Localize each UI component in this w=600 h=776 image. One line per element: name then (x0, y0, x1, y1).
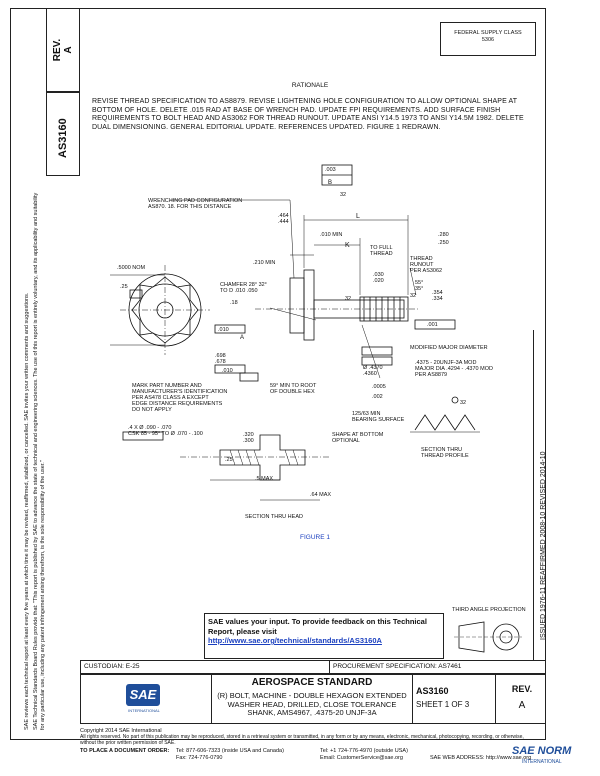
dates-cell (533, 330, 546, 660)
procurement-spec: PROCUREMENT SPECIFICATION: AS7461 (333, 663, 462, 670)
watermark: SAE NORM (512, 745, 572, 757)
custodian-divider (329, 660, 330, 674)
section-thru-head (180, 434, 330, 501)
label-210-min: .210 MIN (253, 260, 276, 266)
feedback-text: SAE values your input. To provide feedba… (208, 617, 427, 636)
doc-number-vertical: AS3160 (57, 118, 69, 158)
label-modified-major: MODIFIED MAJOR DIAMETER (410, 345, 488, 351)
rev-cell (46, 8, 80, 92)
title-description: (R) BOLT, MACHINE - DOUBLE HEXAGON EXTEN… (217, 691, 407, 717)
title-doc-cell (412, 674, 496, 724)
figure-caption: FIGURE 1 (300, 534, 330, 541)
footer-fax: Fax: 724-776-0790 (176, 755, 223, 761)
label-030: .030 .020 (373, 272, 384, 284)
footer-tel1: Tel: 877-606-7323 (inside USA and Canada… (176, 748, 284, 754)
footer-web: SAE WEB ADDRESS: http://www.sae.org (430, 755, 532, 761)
legal-text-1: SAE Technical Standards Board Rules prov… (33, 192, 46, 730)
federal-supply-cell (440, 22, 536, 56)
label-698: .698 .678 (215, 353, 226, 365)
rev-header: REV. A (52, 20, 74, 80)
footer-email: Email: CustomerService@sae.org (320, 755, 403, 761)
section-thru-thread-profile (410, 396, 480, 433)
label-32-d: 32 (410, 293, 417, 299)
label-25b: .25 (225, 457, 233, 463)
rationale-title: RATIONALE (291, 82, 329, 89)
footer-order: TO PLACE A DOCUMENT ORDER: (80, 748, 170, 754)
label-section-thread: SECTION THRU THREAD PROFILE (421, 447, 469, 459)
title-rev-label: REV. (511, 684, 533, 694)
label-datum-b: B (328, 180, 333, 186)
bolt-head-side (289, 277, 305, 334)
label-18: .18 (230, 300, 238, 306)
docnum-cell (46, 92, 80, 176)
rev-value: A (63, 46, 74, 54)
label-datum-a: A (240, 335, 245, 341)
label-5-max: .5 MAX (255, 476, 274, 482)
footer-copyright: Copyright 2014 SAE International (80, 728, 162, 734)
label-k: K (345, 242, 350, 249)
label-64-max: .64 MAX (310, 492, 332, 498)
label-tol-010: .010 (218, 327, 229, 333)
label-002: .002 (372, 394, 383, 400)
label-010-a: .010 (222, 368, 233, 374)
title-rev: A (518, 700, 526, 711)
legal-text-2: SAE reviews each technical report at lea… (24, 292, 30, 730)
sae-logo-sub: INTERNATIONAL (128, 708, 160, 713)
label-thread-spec: .4375 - 20UNJF-3A MOD MAJOR DIA .4294 - … (415, 360, 493, 378)
sae-logo: SAE (126, 684, 160, 706)
rationale-text: REVISE THREAD SPECIFICATION TO AS8879. R… (92, 98, 524, 131)
third-angle-symbol (454, 621, 522, 653)
label-001: .001 (427, 322, 438, 328)
label-320: .320 .300 (243, 432, 254, 444)
label-chamfer: CHAMFER 28° 32° TO D .010 .050 (220, 282, 267, 294)
label-003: .003 (325, 167, 336, 173)
label-thread-runout: THREAD RUNOUT PER AS3062 (410, 256, 443, 274)
label-32-b: 32 (345, 296, 352, 302)
label-125: 125/63 MIN BEARING SURFACE (352, 411, 405, 423)
title-logo-cell (80, 674, 212, 724)
label-090: .4 X Ø .090 - .070 CSK 85 - 95° TO Ø .07… (128, 425, 203, 437)
third-angle-projection: THIRD ANGLE PROJECTION (452, 607, 526, 613)
label-dim-464: .464 .444 (278, 213, 289, 225)
label-25: .25 (120, 284, 128, 290)
federal-supply-class: FEDERAL SUPPLY CLASS 5306 (454, 30, 522, 43)
bolt-drawing (110, 164, 480, 501)
footer-tel2: Tel: +1 724-776-4970 (outside USA) (320, 748, 408, 754)
label-250: .250 (438, 240, 449, 246)
label-354: .354 .334 (432, 290, 443, 302)
label-55: 55° 35° (415, 280, 424, 292)
label-0005: .0005 (372, 384, 386, 390)
label-5000-nom: .5000 NOM (117, 265, 146, 271)
watermark-sub: INTERNATIONAL (522, 759, 562, 765)
custodian: CUSTODIAN: E-25 (84, 663, 140, 670)
label-mark-part: MARK PART NUMBER AND MANUFACTURER'S IDEN… (132, 383, 228, 413)
footer-rights: All rights reserved. No part of this pub… (80, 734, 524, 746)
sae-logo-text: SAE (129, 687, 157, 702)
title-doc-number: AS3160 (416, 686, 449, 696)
label-shape-bottom: SHAPE AT BOTTOM OPTIONAL (332, 432, 384, 444)
aerospace-standard: AEROSPACE STANDARD (251, 677, 373, 688)
feedback-box (204, 613, 444, 659)
washer-side (303, 269, 315, 341)
label-wrenching-pad: WRENCHING PAD CONFIGURATION AS870. 18. F… (148, 198, 243, 210)
label-59: 59° MIN TO ROOT OF DOUBLE HEX (270, 383, 317, 395)
title-sheet: SHEET 1 OF 3 (416, 700, 470, 709)
label-280: .280 (438, 232, 449, 238)
feedback-link[interactable]: http://www.sae.org/technical/standards/A… (208, 636, 382, 645)
label-section-head: SECTION THRU HEAD (245, 514, 303, 520)
label-l: L (356, 213, 360, 220)
label-4370: Ø .4370 .4360 (363, 365, 383, 377)
label-32-c: 32 (460, 400, 467, 406)
drawing-sheet (10, 8, 546, 740)
custodian-row (80, 660, 546, 674)
rev-label: REV. (52, 38, 63, 62)
label-32-a: 32 (340, 192, 347, 198)
label-to-full-thread: TO FULL THREAD (370, 245, 393, 257)
label-010-min: .010 MIN (320, 232, 343, 238)
